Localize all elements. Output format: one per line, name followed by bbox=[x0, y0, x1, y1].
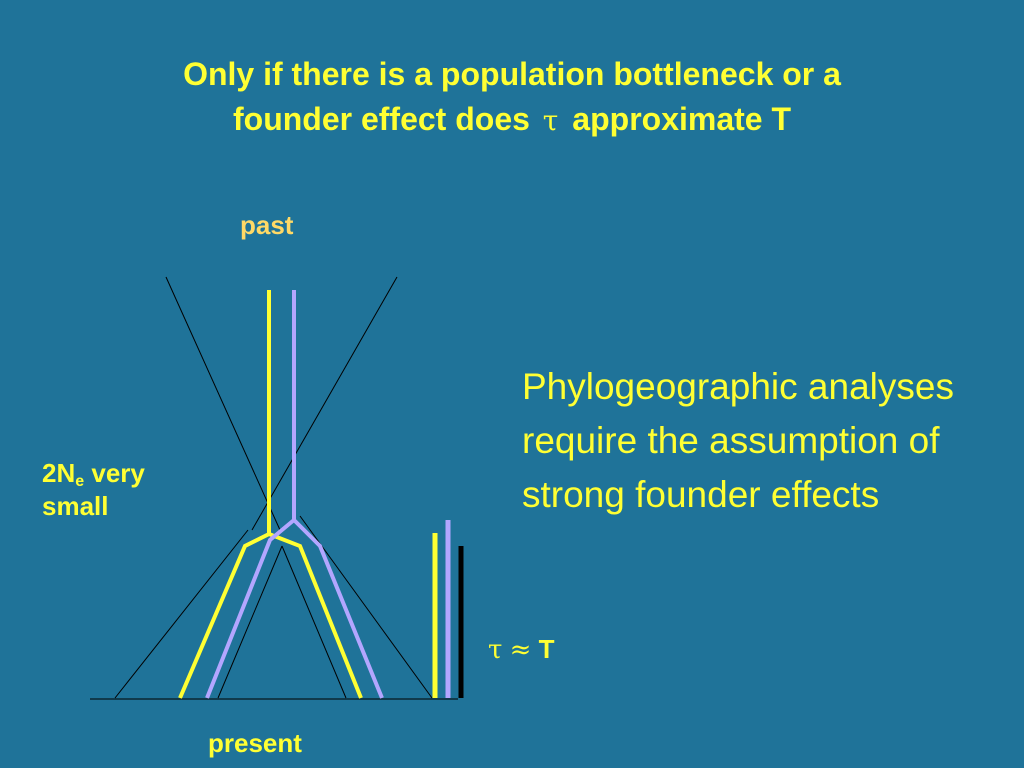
approx-tau: τ bbox=[488, 635, 503, 665]
lineage-yellow-left bbox=[178, 290, 271, 699]
ne-main: 2N bbox=[42, 458, 76, 488]
outline-inner-right bbox=[281, 545, 347, 699]
lineage-purple-right bbox=[292, 518, 384, 699]
ne-label: 2Ne very small bbox=[42, 457, 145, 523]
slide-title: Only if there is a population bottleneck… bbox=[40, 52, 984, 143]
body-text: Phylogeographic analyses require the ass… bbox=[522, 366, 954, 515]
title-line-2-start: founder effect does bbox=[232, 101, 530, 137]
approx-T: T bbox=[538, 634, 555, 664]
ne-subscript: e bbox=[75, 473, 85, 490]
lineage-purple-left bbox=[205, 290, 296, 699]
outline-upper-left bbox=[165, 276, 281, 531]
outline-inner-left bbox=[217, 545, 283, 699]
lineage-yellow-right bbox=[268, 532, 363, 699]
approx-symbol: ≈ bbox=[509, 635, 532, 665]
title-tau-symbol: τ bbox=[542, 104, 559, 137]
title-line-1: Only if there is a population bottleneck… bbox=[183, 56, 841, 92]
outline-lower-left bbox=[114, 529, 249, 699]
past-label: past bbox=[240, 210, 294, 240]
tau-approx-label: τ ≈ T bbox=[488, 634, 555, 665]
title-line-2-end: approximate T bbox=[572, 101, 792, 137]
ne-line-2: small bbox=[42, 491, 109, 521]
present-label: present bbox=[208, 728, 302, 758]
ne-rest: very bbox=[84, 458, 145, 488]
outline-upper-right bbox=[251, 276, 398, 531]
